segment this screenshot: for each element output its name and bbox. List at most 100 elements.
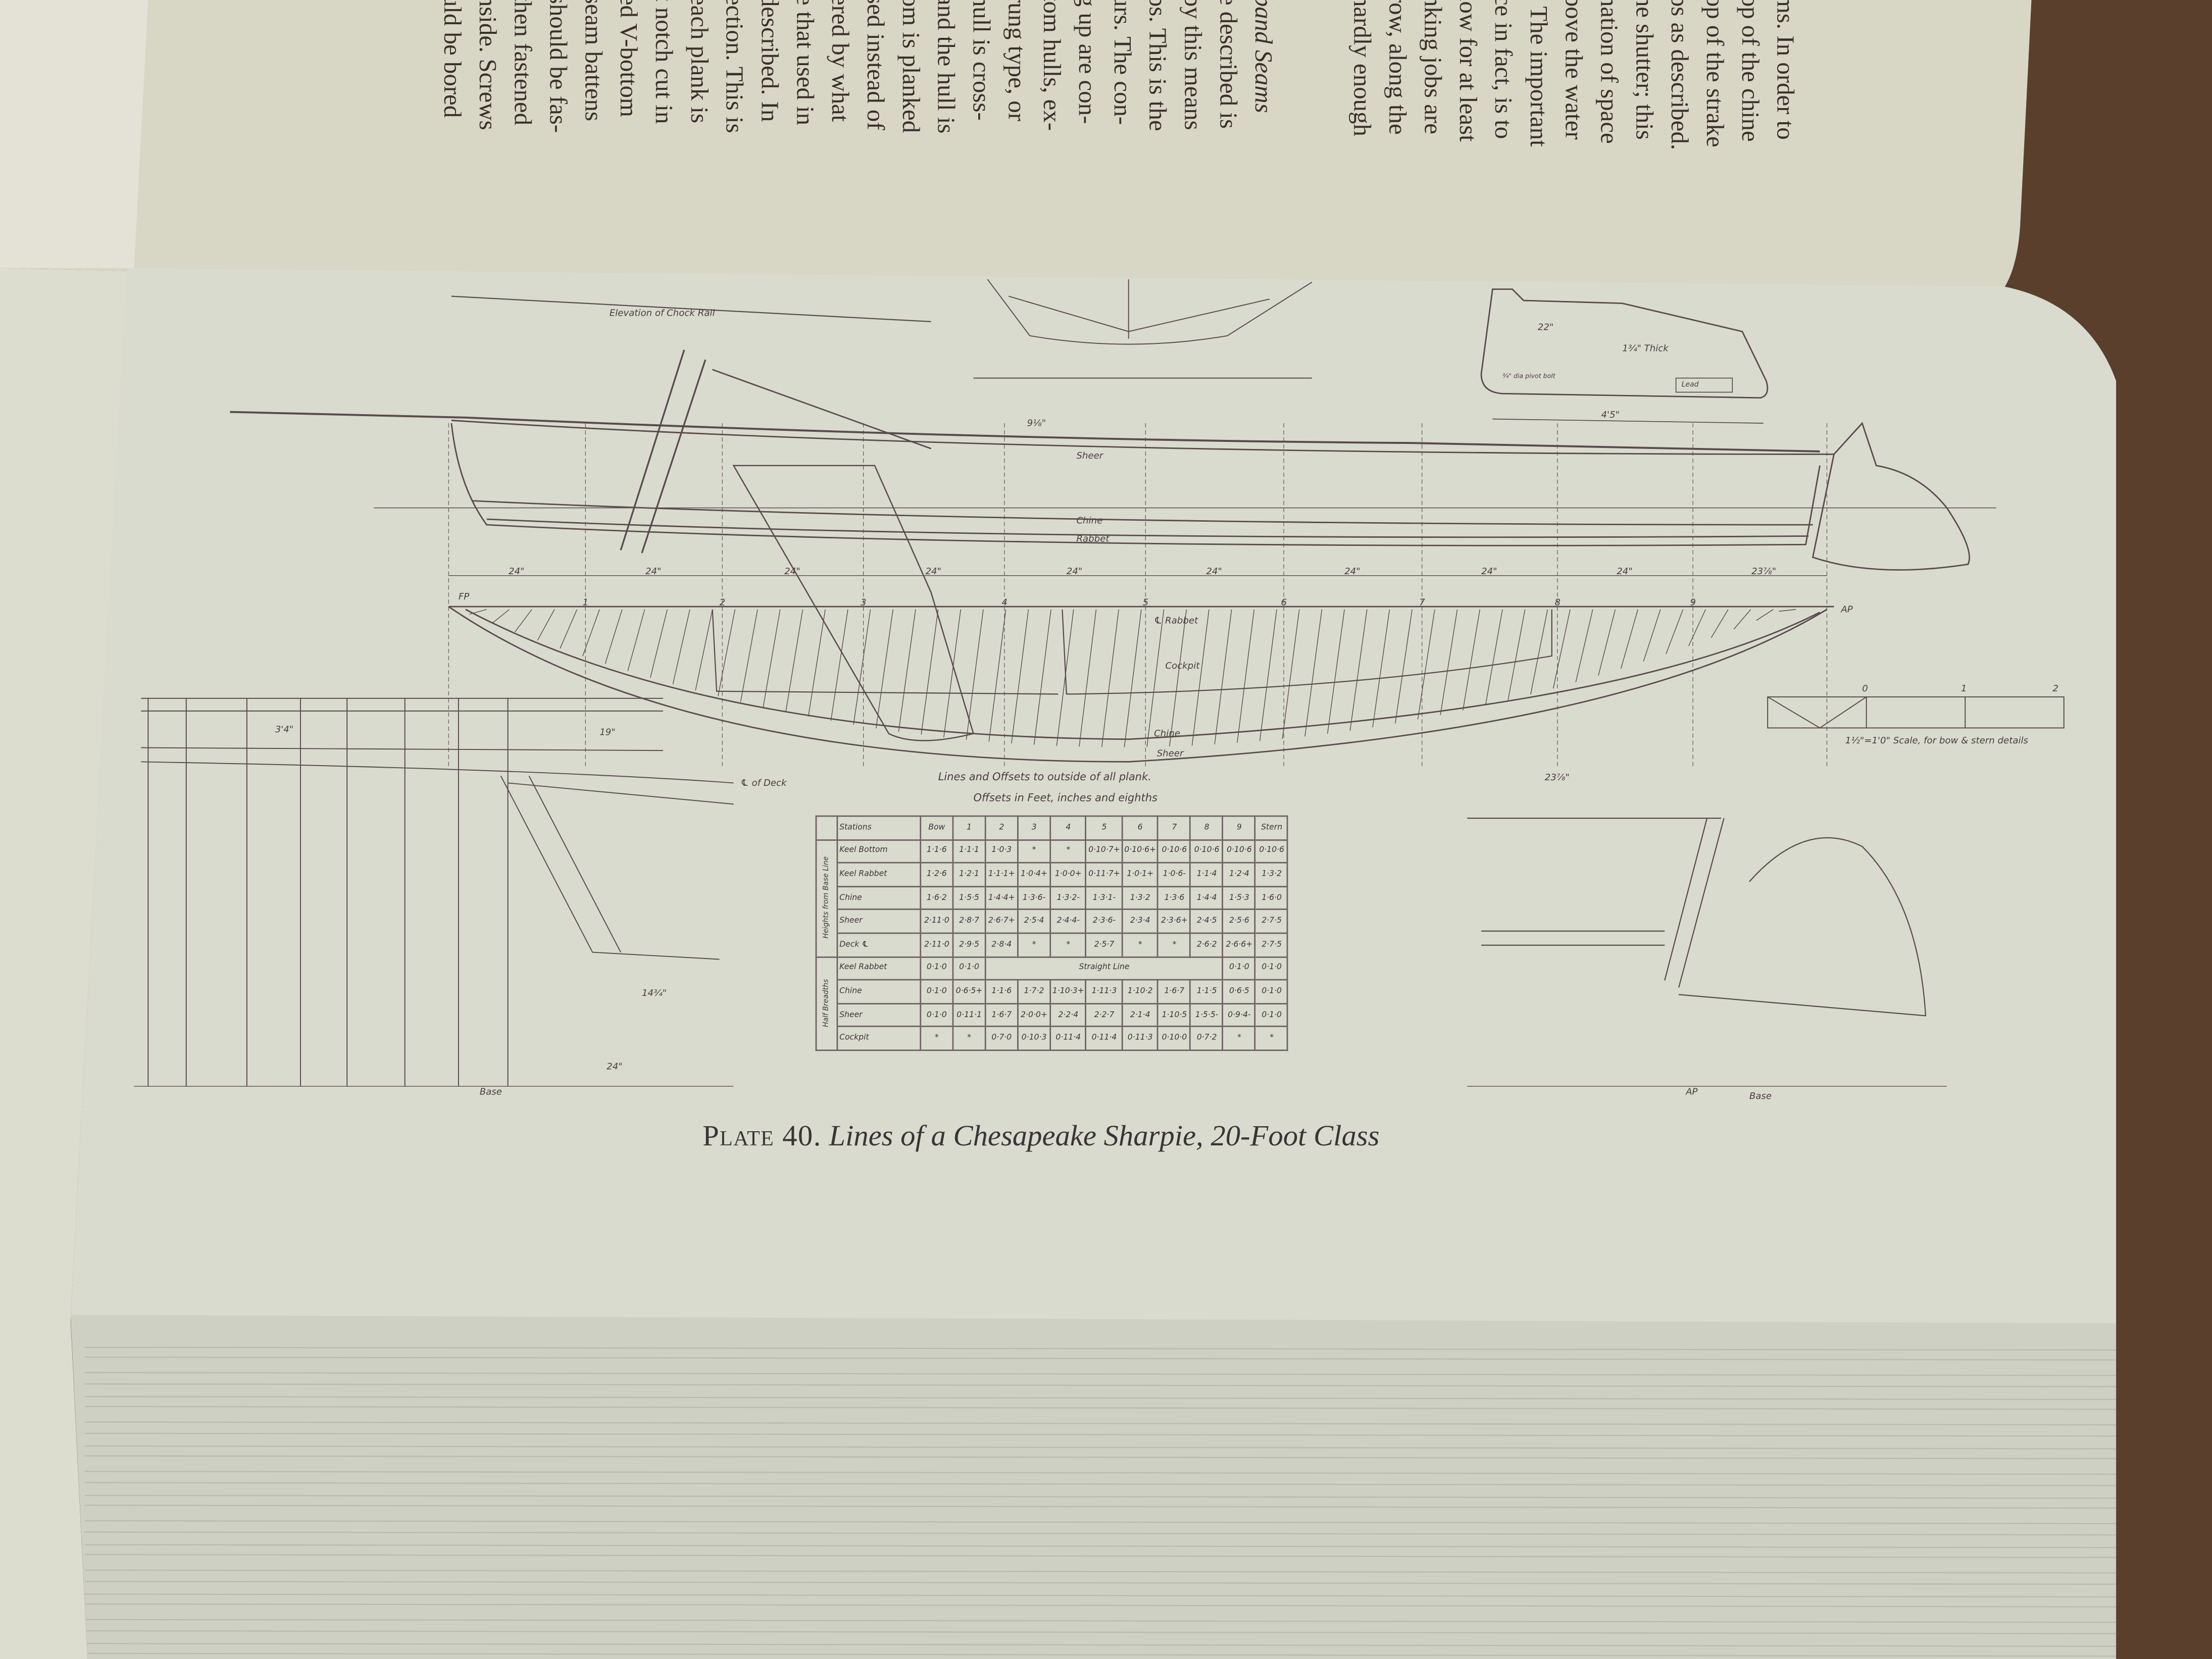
hatch-line	[1214, 609, 1232, 745]
station-number: 8	[1554, 596, 1561, 608]
text-line: described. In	[756, 0, 785, 122]
table-cell: 2·4·4-	[1049, 909, 1087, 934]
table-cell: 1·0·3	[984, 838, 1019, 864]
page-edge-line	[84, 1432, 2117, 1437]
hatch-line	[1372, 609, 1390, 728]
station-spacing-label: 24"	[1206, 566, 1222, 577]
table-cell: 0·1·0	[1254, 1002, 1289, 1028]
station-number: 4	[1001, 596, 1008, 608]
hatch-line	[1349, 609, 1368, 731]
page-edge-line	[84, 1383, 2117, 1388]
label-ap-stern: AP	[1686, 1086, 1698, 1098]
table-cell: 2·5·6	[1222, 909, 1256, 934]
chine-line	[472, 500, 1813, 526]
station-number: 6	[1281, 596, 1287, 608]
table-cell: 1·3·2	[1254, 862, 1289, 887]
table-cell: 0·1·0	[920, 956, 954, 981]
label-plan-sheer: Sheer	[1157, 747, 1184, 759]
hatch-line	[740, 609, 758, 702]
rudder	[1812, 422, 1970, 571]
scale-tick-2: 2	[2052, 683, 2058, 694]
table-row-label: Cockpit	[836, 1026, 922, 1051]
label-plan-chine: Chine	[1154, 728, 1180, 739]
station-spacing-label: 24"	[509, 566, 525, 577]
hatch-line	[1530, 609, 1548, 695]
plate-page	[70, 268, 2117, 1326]
table-cell: 0·7·2	[1190, 1026, 1224, 1051]
table-cell: 1·2·4	[1222, 862, 1256, 887]
text-line: nside. Screws	[474, 0, 502, 130]
text-line: op of the chine	[1736, 0, 1765, 142]
station-spacing-label: 24"	[1481, 566, 1497, 577]
hatch-line	[808, 609, 826, 717]
bowsprit-deck-line	[230, 411, 1820, 453]
table-cell: 0·11·4	[1085, 1026, 1123, 1051]
hatch-line	[943, 609, 961, 738]
label-board-thick: 1¾" Thick	[1622, 342, 1669, 355]
page-edge-line	[84, 1544, 2117, 1548]
hatch-line	[1598, 609, 1616, 676]
label-cl-deck: ℄ of Deck	[740, 777, 787, 789]
table-cell: 2·8·7	[952, 909, 986, 934]
table-group-cell: Half Breadths	[815, 956, 838, 1051]
table-cell: 1·5·5	[952, 885, 986, 911]
hatch-line	[1756, 609, 1774, 621]
text-line: om is planked	[897, 0, 926, 133]
text-line: tom hulls, ex-	[1038, 0, 1067, 131]
page-edge-line	[84, 1643, 2117, 1647]
page-edge-line	[84, 1445, 2117, 1449]
label-chine: Chine	[1076, 515, 1103, 526]
table-header-cell: 5	[1085, 815, 1123, 840]
scale-tick-1: 1	[1960, 683, 1967, 694]
text-line: urs. The con-	[1109, 0, 1137, 125]
table-title: Lines and Offsets to outside of all plan…	[938, 770, 1151, 783]
station-number: 5	[1142, 596, 1149, 608]
table-group-label: Half Breadths	[822, 979, 831, 1028]
hatch-line	[1259, 609, 1277, 741]
hatch-line	[672, 609, 690, 684]
label-dim-9: 9⅛"	[1027, 417, 1046, 429]
hatch-line	[1146, 609, 1165, 747]
label-board-22: 22"	[1537, 321, 1554, 333]
text-line: uld be bored	[438, 0, 467, 118]
hatch-line	[1033, 609, 1051, 745]
table-group-cell: Heights from Base Line	[815, 838, 838, 958]
text-line: hull is cross-	[968, 0, 996, 121]
table-cell: 0·11·7+	[1085, 862, 1123, 887]
text-line: ered by what	[826, 0, 855, 122]
text-line: e that used in	[791, 0, 820, 126]
table-cell: 2·11·0	[920, 909, 954, 934]
text-line: by this means	[1179, 0, 1208, 130]
table-cell: 0·1·0	[1254, 979, 1289, 1004]
hatch-line	[1507, 609, 1526, 700]
table-header-cell: 9	[1222, 815, 1256, 840]
hatch-line	[1552, 609, 1571, 689]
hatch-line	[1779, 609, 1796, 612]
table-header-cell: 8	[1190, 815, 1224, 840]
table-cell: 2·6·2	[1190, 932, 1224, 958]
station-number: 1	[582, 596, 589, 608]
text-line: he shutter; this	[1631, 0, 1660, 140]
table-cell: 1·1·5	[1190, 979, 1224, 1004]
text-line: then fastened	[509, 0, 538, 126]
centerboard-detail	[1480, 288, 1769, 399]
label-base-stern: Base	[1749, 1090, 1772, 1102]
table-header-cell: 7	[1157, 815, 1191, 840]
page-edge-line	[84, 1554, 2117, 1559]
label-board-length: 4'5"	[1601, 409, 1620, 421]
text-line: rung type, or	[1003, 0, 1031, 122]
text-line: low for at least	[1454, 0, 1483, 142]
text-line: sed instead of	[862, 0, 890, 130]
table-cell: *	[1254, 1026, 1289, 1051]
page-edge-line	[84, 1603, 2117, 1607]
table-row-label: Chine	[836, 885, 922, 911]
hatch-line	[853, 609, 871, 725]
table-subtitle: Offsets in Feet, inches and eighths	[973, 791, 1158, 805]
table-cell: 2·3·6-	[1085, 909, 1123, 934]
